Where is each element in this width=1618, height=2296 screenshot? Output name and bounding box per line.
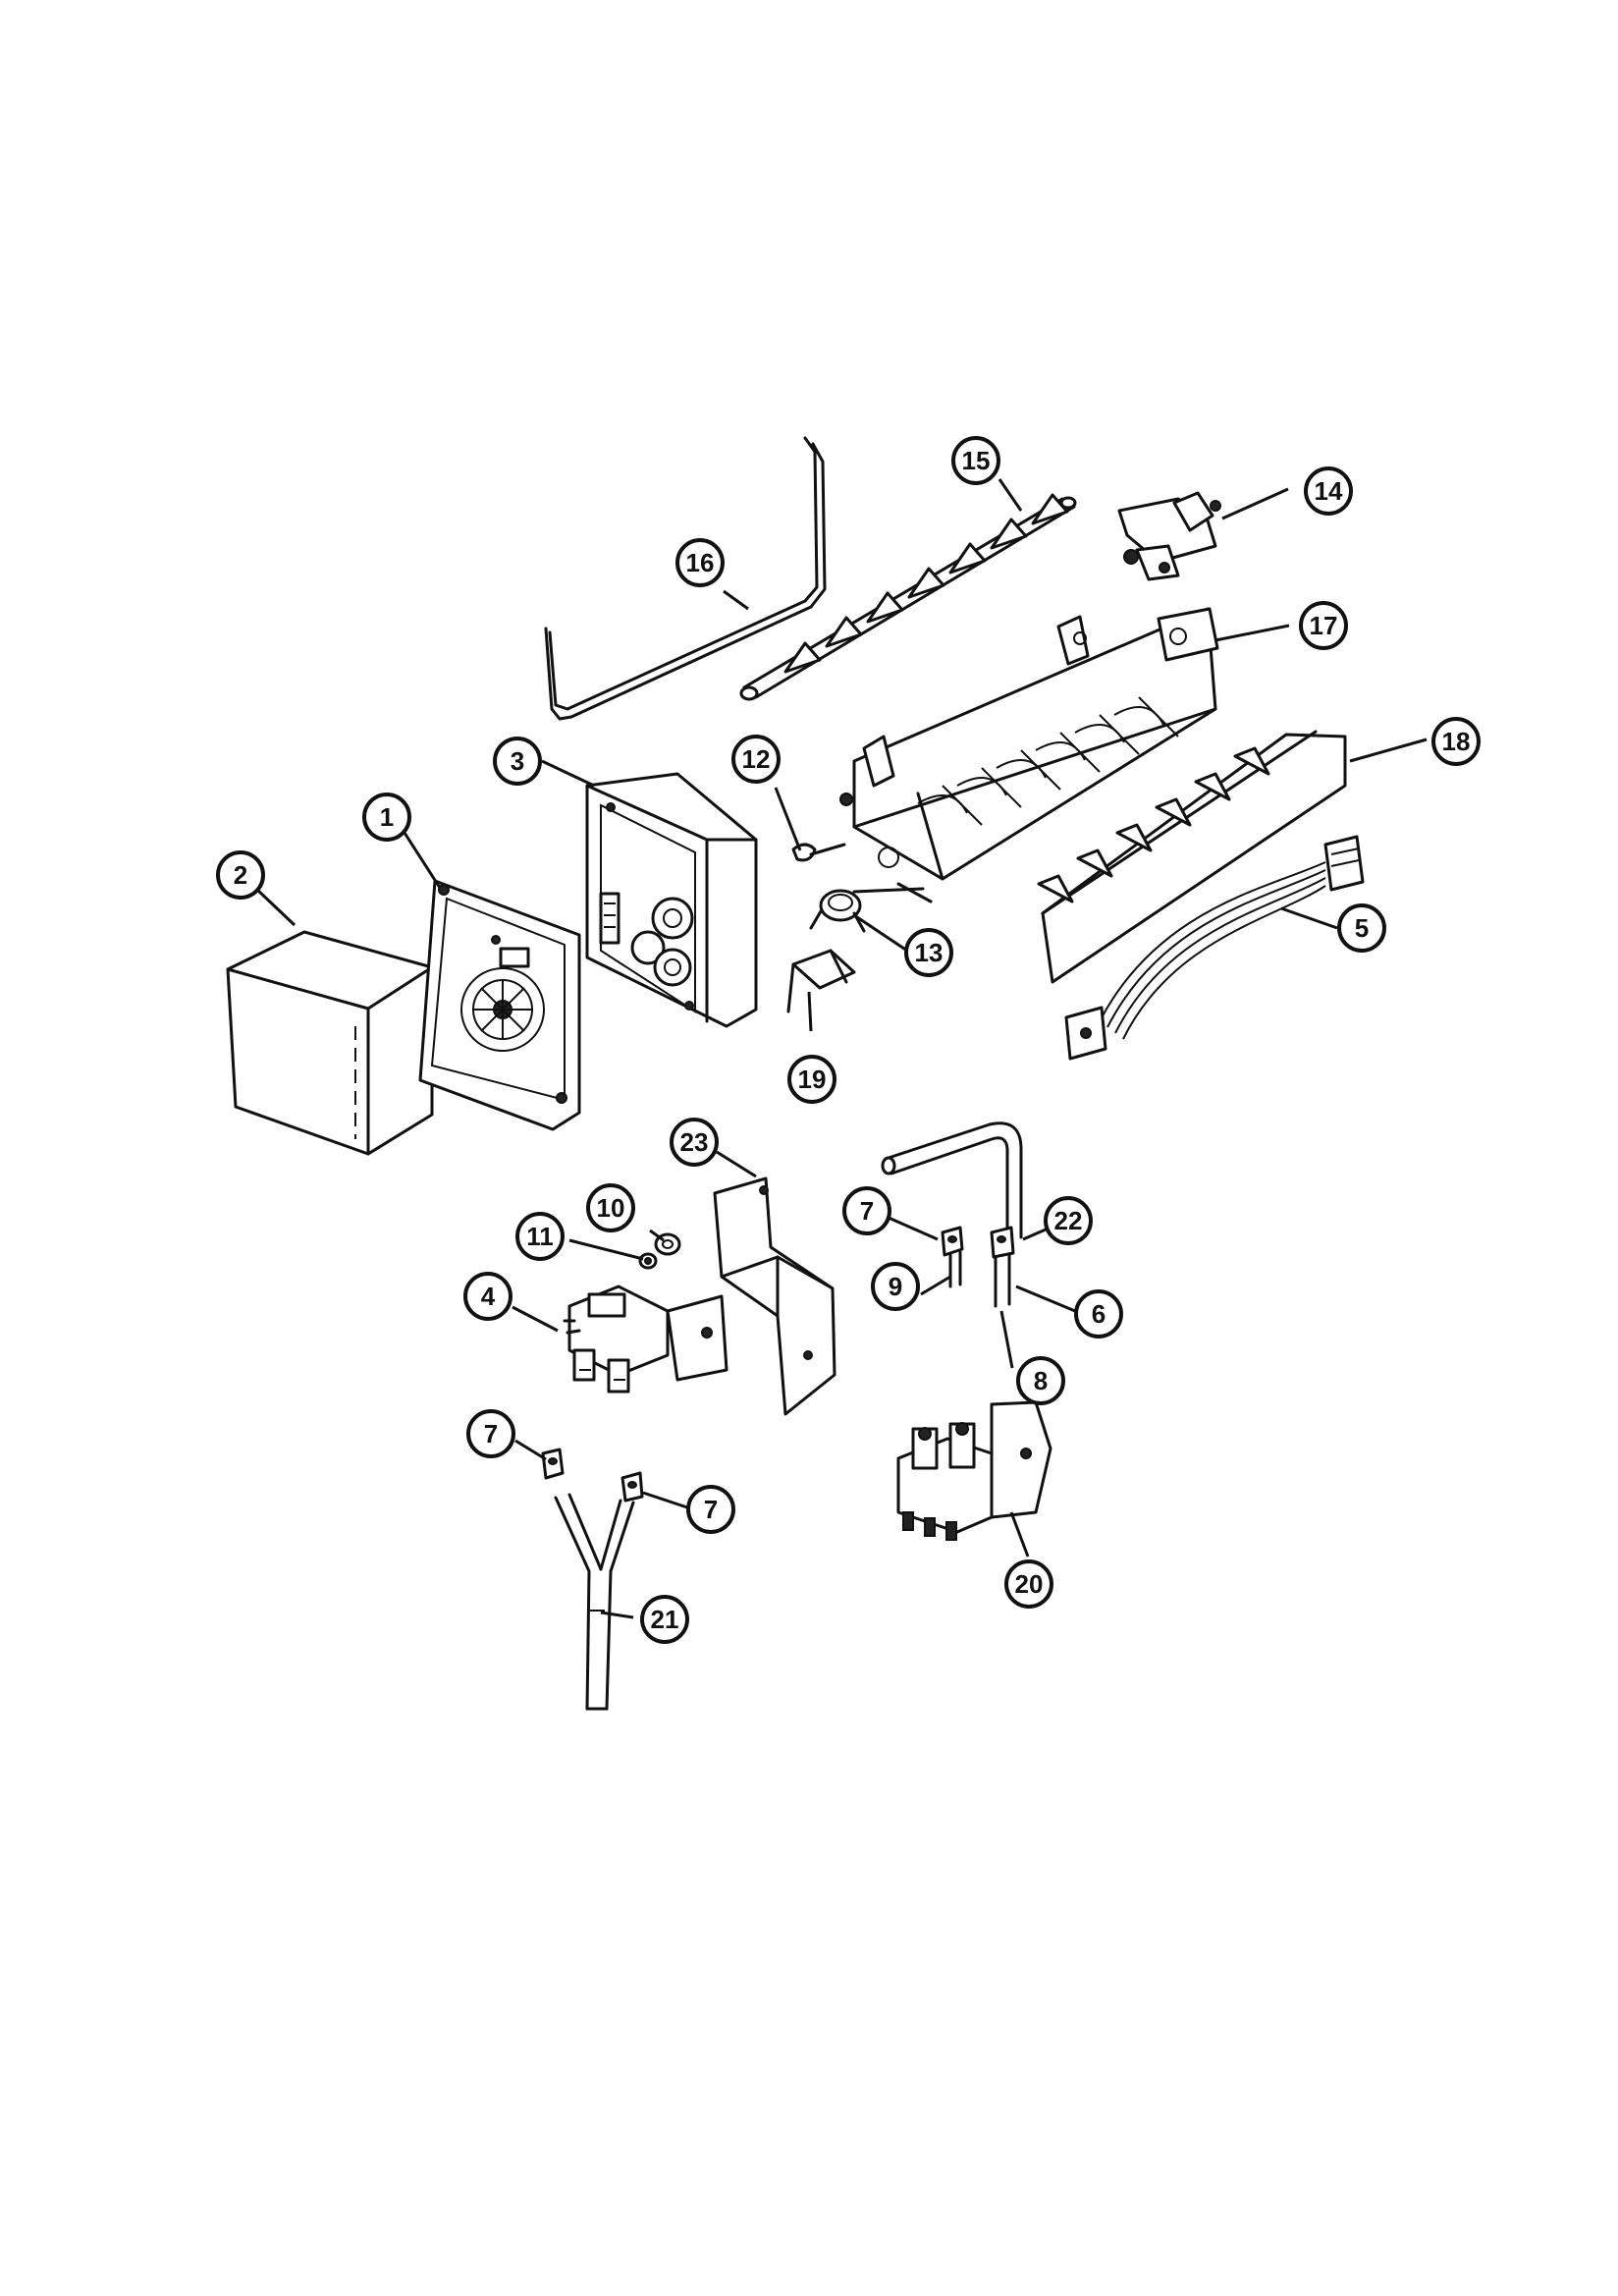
callout-8: 8	[1016, 1356, 1065, 1405]
part-thermostat-clip	[791, 843, 846, 862]
callout-label: 20	[1015, 1569, 1044, 1599]
callout-label: 9	[889, 1272, 902, 1301]
callout-label: 7	[860, 1196, 874, 1226]
callout-label: 23	[680, 1127, 709, 1157]
part-bail-wire	[544, 436, 827, 721]
part-compression-nut-2	[541, 1448, 565, 1480]
callout-21: 21	[640, 1595, 689, 1644]
callout-7: 7	[686, 1485, 735, 1534]
callout-7: 7	[466, 1409, 515, 1458]
callout-14: 14	[1304, 466, 1353, 516]
part-control-housing	[585, 772, 758, 1028]
callout-4: 4	[463, 1272, 512, 1321]
callout-label: 2	[234, 860, 247, 890]
part-compression-nut-1	[941, 1226, 964, 1257]
part-mounting-plate	[418, 879, 581, 1131]
part-cover-box	[226, 930, 434, 1156]
callout-12: 12	[731, 735, 781, 784]
callout-5: 5	[1337, 903, 1386, 953]
callout-9: 9	[871, 1262, 920, 1311]
callout-16: 16	[675, 538, 725, 587]
callout-label: 6	[1092, 1299, 1106, 1329]
part-tube	[994, 1253, 1011, 1308]
callout-label: 11	[526, 1222, 554, 1251]
callout-label: 13	[915, 938, 944, 967]
callout-13: 13	[904, 928, 953, 977]
part-ice-stripper	[1037, 730, 1347, 984]
callout-1: 1	[362, 793, 411, 842]
part-y-tube	[554, 1493, 635, 1711]
callout-label: 15	[962, 446, 991, 475]
part-thermostat	[809, 882, 933, 933]
part-ice-mold	[839, 607, 1219, 881]
callout-label: 5	[1355, 913, 1369, 943]
part-tube-stub	[948, 1250, 962, 1288]
callout-23: 23	[670, 1118, 719, 1167]
callout-label: 8	[1034, 1366, 1048, 1395]
callout-3: 3	[493, 737, 542, 786]
callout-6: 6	[1074, 1289, 1123, 1339]
part-washer	[638, 1252, 658, 1270]
callout-2: 2	[216, 850, 265, 900]
part-heater-bracket	[786, 949, 856, 1013]
callout-7: 7	[842, 1186, 891, 1235]
part-fitting-sleeve	[990, 1226, 1015, 1259]
part-wire-harness	[1064, 835, 1365, 1061]
callout-label: 10	[597, 1193, 625, 1223]
callout-label: 3	[511, 746, 524, 776]
callout-label: 4	[481, 1282, 496, 1311]
callout-label: 12	[742, 744, 771, 774]
callout-label: 7	[704, 1495, 718, 1524]
leader-lines	[255, 478, 1428, 1619]
callout-label: 22	[1054, 1206, 1083, 1235]
callout-11: 11	[515, 1212, 565, 1261]
part-compression-nut-3	[620, 1471, 644, 1503]
part-water-valve	[563, 1285, 728, 1394]
callout-15: 15	[951, 436, 1000, 485]
callout-22: 22	[1044, 1196, 1093, 1245]
part-shutoff-arm-bracket	[1117, 491, 1221, 581]
callout-label: 1	[380, 802, 394, 832]
callout-label: 7	[484, 1419, 498, 1449]
part-ejector-shaft	[739, 493, 1077, 701]
callout-10: 10	[586, 1183, 635, 1232]
callout-label: 18	[1442, 727, 1471, 756]
callout-18: 18	[1431, 717, 1481, 766]
part-dual-water-valve	[896, 1400, 1052, 1541]
callout-label: 19	[798, 1065, 827, 1094]
callout-label: 16	[686, 548, 715, 577]
callout-20: 20	[1004, 1559, 1053, 1609]
callout-label: 17	[1310, 611, 1338, 640]
callout-19: 19	[787, 1055, 836, 1104]
part-water-fill-tube	[881, 1121, 1023, 1239]
callout-label: 21	[651, 1605, 679, 1634]
callout-17: 17	[1299, 601, 1348, 650]
part-valve-bracket	[713, 1176, 836, 1416]
callout-label: 14	[1315, 476, 1343, 506]
